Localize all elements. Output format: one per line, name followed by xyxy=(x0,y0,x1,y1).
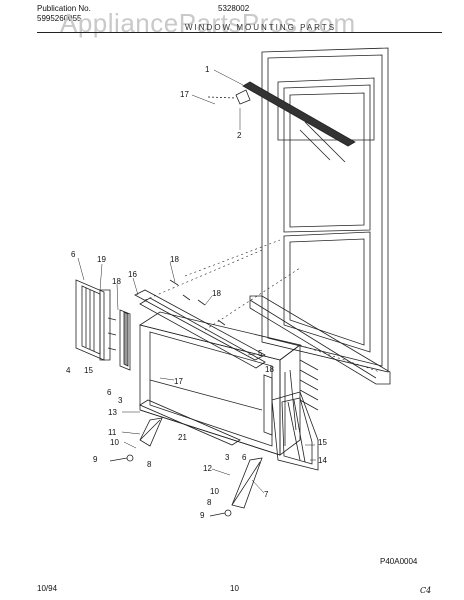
header-rule xyxy=(37,32,442,33)
footer-page-number: 10 xyxy=(230,584,239,593)
bottom-rail-part-21 xyxy=(139,399,241,446)
left-accordion-panel xyxy=(75,279,111,361)
callout-10: 10 xyxy=(110,438,119,447)
diagram-code: P40A0004 xyxy=(380,557,418,566)
callout-2: 2 xyxy=(237,131,242,140)
callout-7: 7 xyxy=(264,490,269,499)
callout-8: 8 xyxy=(147,460,152,469)
callout-18: 18 xyxy=(265,365,274,374)
callout-12: 12 xyxy=(203,464,212,473)
callout-6: 6 xyxy=(242,453,247,462)
left-channel-part-3 xyxy=(107,309,131,371)
callout-16: 16 xyxy=(128,270,137,279)
callout-21: 21 xyxy=(178,433,187,442)
callout-11: 11 xyxy=(108,428,117,437)
hardware-screws xyxy=(109,279,232,517)
callout-3: 3 xyxy=(118,396,123,405)
callout-15: 15 xyxy=(84,366,93,375)
cabinet-shell xyxy=(139,311,319,456)
leader-lines xyxy=(77,69,316,494)
model-number: 5328002 xyxy=(218,4,250,13)
publication-number: 5995260055 xyxy=(37,14,82,23)
callout-18: 18 xyxy=(112,277,121,286)
callout-13: 13 xyxy=(108,408,117,417)
callout-18: 18 xyxy=(170,255,179,264)
callout-19: 19 xyxy=(97,255,106,264)
callout-9: 9 xyxy=(200,511,205,520)
callout-1: 1 xyxy=(205,65,210,74)
callout-8: 8 xyxy=(207,498,212,507)
callout-labels: 1 17 2 6 19 18 16 18 18 4 15 6 3 5 17 18… xyxy=(66,65,327,520)
watermark: AppliancePartsPros.com xyxy=(60,8,356,38)
window-frame xyxy=(249,47,391,385)
callout-5: 5 xyxy=(258,349,263,358)
support-bracket-part-11 xyxy=(139,417,163,447)
publication-label: Publication No. xyxy=(37,4,91,13)
footer-date: 10/94 xyxy=(37,584,58,593)
callout-9: 9 xyxy=(93,455,98,464)
callout-4: 4 xyxy=(66,366,71,375)
callout-6: 6 xyxy=(71,250,76,259)
section-title: WINDOW MOUNTING PARTS xyxy=(185,23,337,32)
callout-18: 18 xyxy=(212,289,221,298)
callout-10: 10 xyxy=(210,487,219,496)
callout-17: 17 xyxy=(174,377,183,386)
right-accordion-panel xyxy=(263,374,319,471)
support-bracket-part-7 xyxy=(231,457,263,509)
callout-14: 14 xyxy=(318,456,327,465)
explode-lines xyxy=(144,239,381,373)
callout-15: 15 xyxy=(318,438,327,447)
top-channel-part-1 xyxy=(207,81,356,147)
top-rail-part-16 xyxy=(134,289,266,369)
footer-mark: C4 xyxy=(420,586,432,595)
callout-17: 17 xyxy=(180,90,189,99)
callout-6: 6 xyxy=(107,388,112,397)
callout-3: 3 xyxy=(225,453,230,462)
